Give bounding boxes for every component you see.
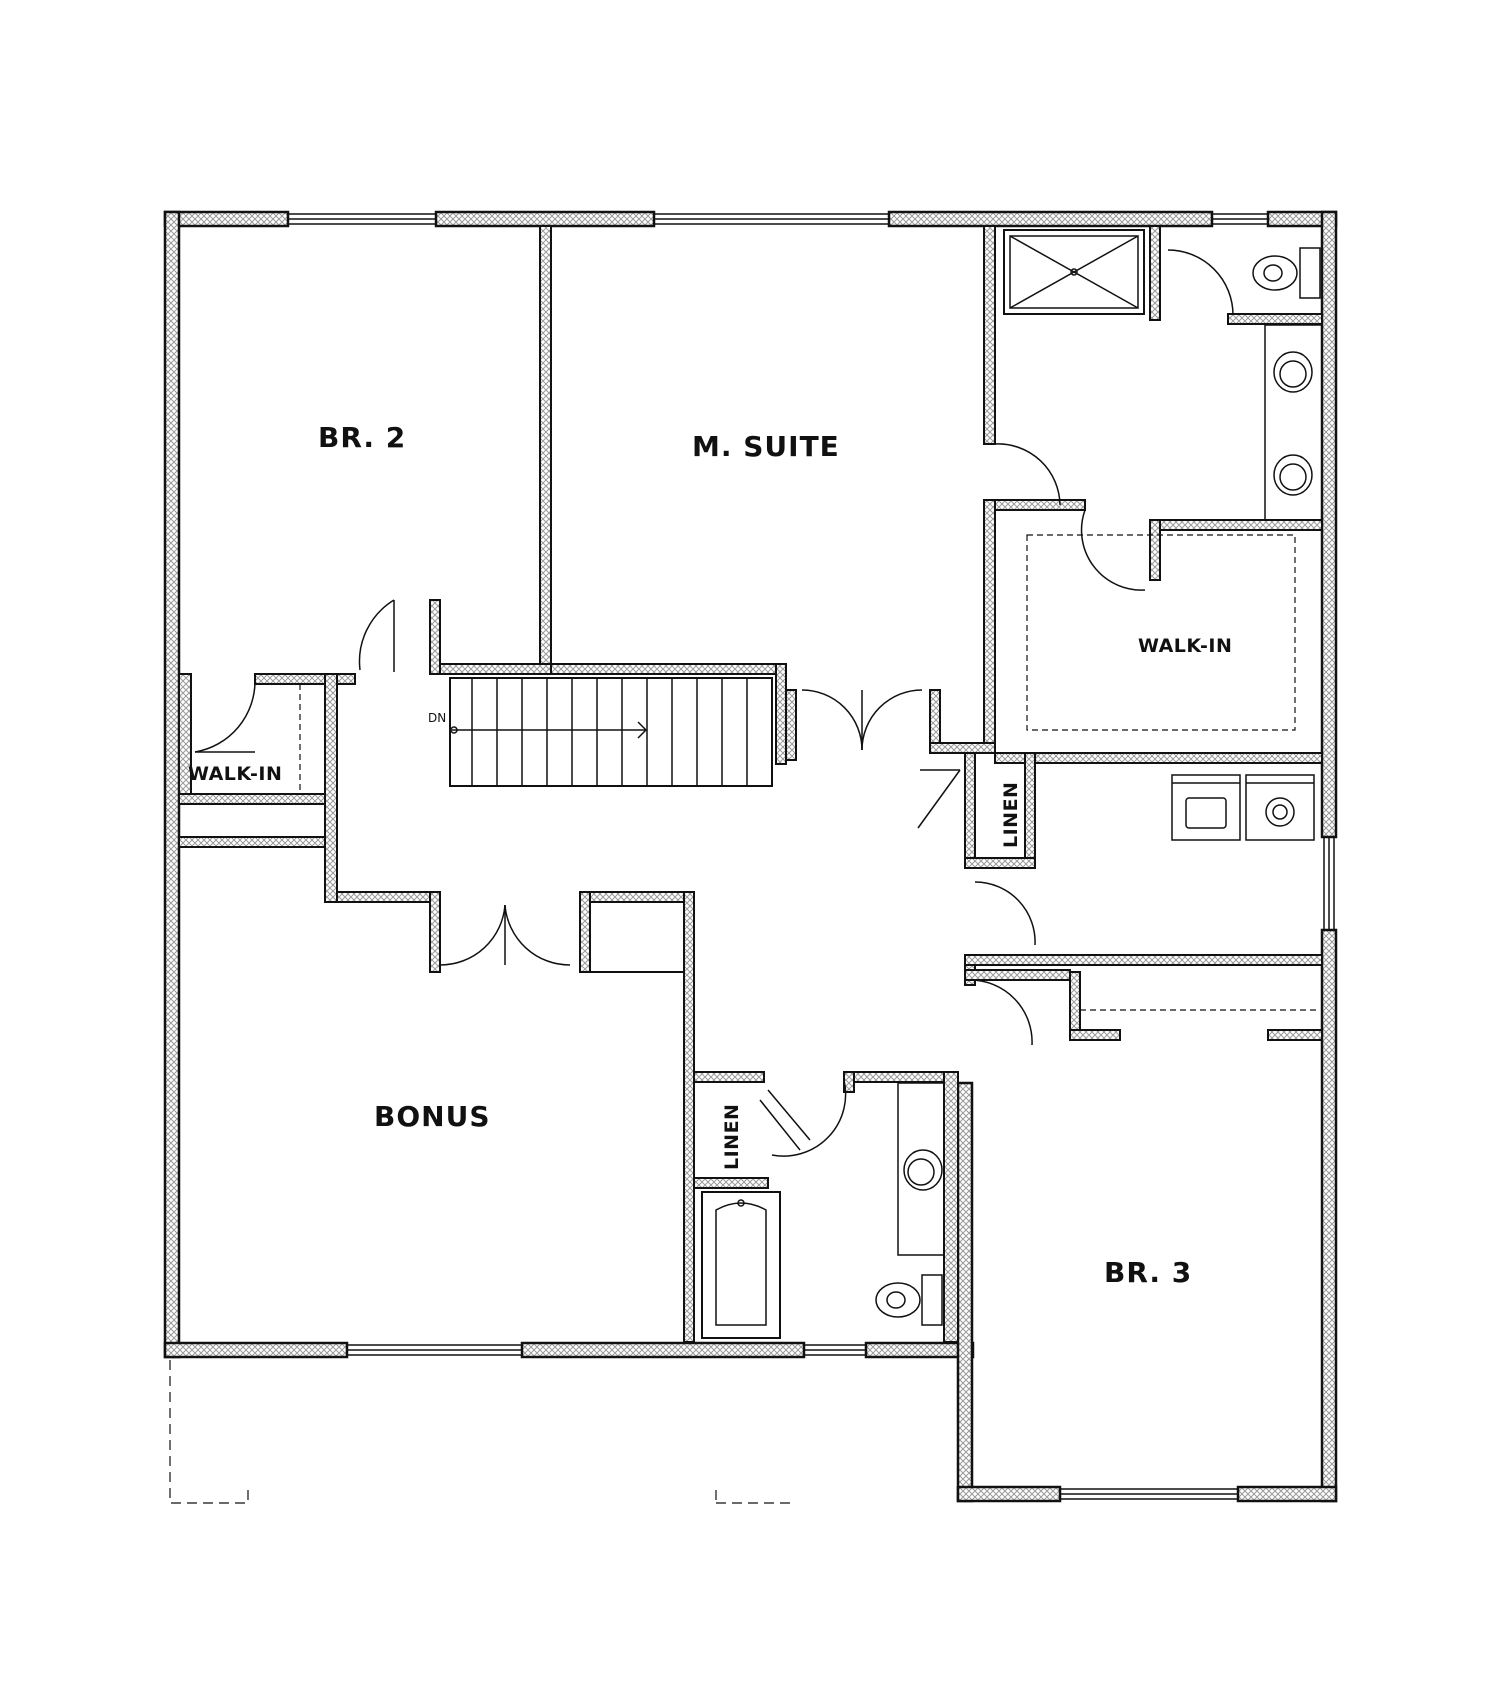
sink-icon bbox=[1273, 454, 1313, 496]
staircase bbox=[449, 677, 773, 787]
interior-walls bbox=[178, 225, 1323, 1343]
room-label-walk-in-br2: WALK-IN bbox=[188, 763, 282, 785]
room-label-br3: BR. 3 bbox=[1104, 1256, 1192, 1289]
hall-vanity bbox=[897, 1082, 945, 1256]
toilet-icon bbox=[1252, 247, 1321, 299]
windows bbox=[287, 213, 1335, 1500]
master-vanity bbox=[1264, 324, 1323, 521]
sink-icon bbox=[1273, 351, 1313, 393]
room-label-m-suite: M. SUITE bbox=[692, 430, 840, 463]
exterior-walls bbox=[163, 210, 1338, 1503]
porch-outline bbox=[169, 1360, 796, 1504]
room-label-walk-in-master: WALK-IN bbox=[1138, 635, 1232, 657]
sink-icon bbox=[903, 1149, 943, 1191]
doors bbox=[194, 249, 1234, 1157]
room-label-linen-upper: LINEN bbox=[1000, 782, 1022, 848]
stair-dn-label: DN bbox=[428, 711, 446, 725]
shower-icon bbox=[1003, 229, 1145, 315]
room-label-bonus: BONUS bbox=[374, 1100, 490, 1133]
toilet-icon bbox=[875, 1274, 943, 1326]
closet-shelves bbox=[299, 534, 1318, 1011]
room-label-linen-lower: LINEN bbox=[721, 1104, 743, 1170]
dryer-icon bbox=[1245, 774, 1315, 841]
bathtub-icon bbox=[701, 1191, 781, 1339]
room-label-br2: BR. 2 bbox=[318, 421, 406, 454]
washer-icon bbox=[1171, 774, 1241, 841]
